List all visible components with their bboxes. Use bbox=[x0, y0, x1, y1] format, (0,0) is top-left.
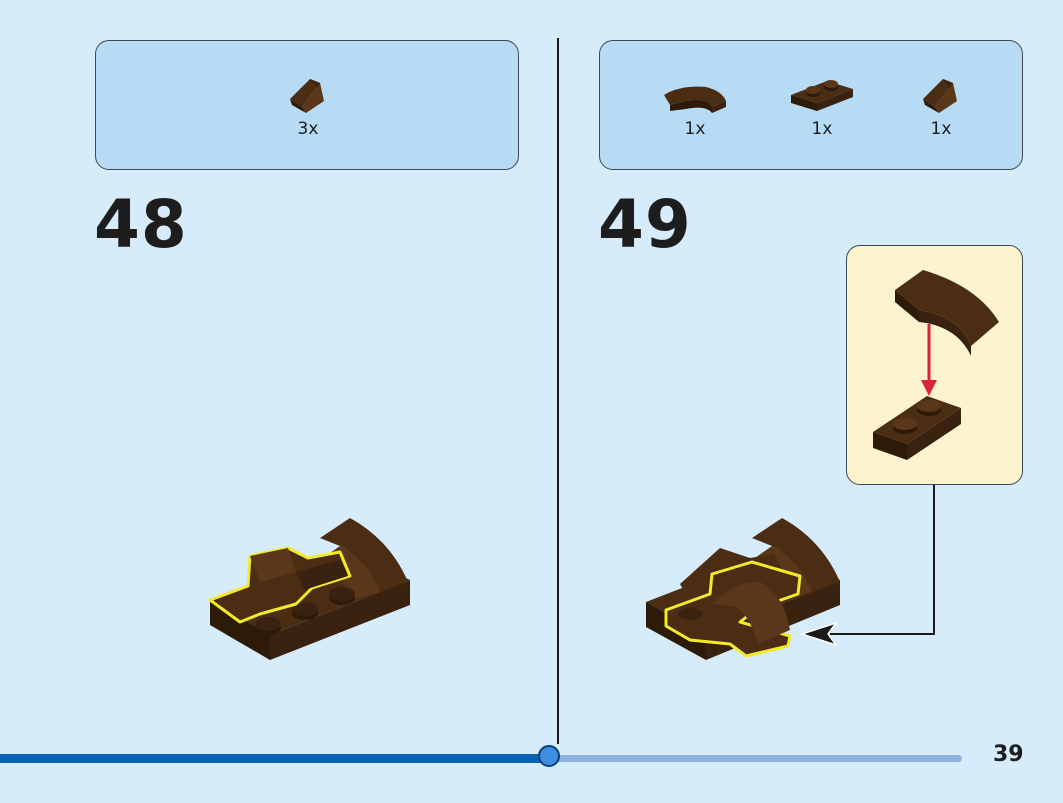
step-49-model-illustration bbox=[646, 518, 840, 660]
callout-subassembly bbox=[846, 245, 1023, 485]
parts-box-step-48: 3x bbox=[95, 40, 519, 170]
part-qty: 1x bbox=[930, 119, 952, 139]
progress-indicator bbox=[538, 745, 560, 767]
step-number-48: 48 bbox=[94, 186, 188, 263]
part-item: 1x bbox=[896, 73, 986, 139]
page-number: 39 bbox=[993, 742, 1024, 767]
progress-fill bbox=[0, 754, 549, 763]
part-qty: 1x bbox=[811, 119, 833, 139]
callout-connector-arrow bbox=[799, 485, 935, 647]
part-item: 1x bbox=[650, 79, 740, 139]
brown-slope-brick-icon bbox=[923, 79, 957, 113]
step-48-model-illustration bbox=[208, 518, 410, 660]
part-qty: 3x bbox=[297, 119, 319, 139]
brown-plate-1x2-icon bbox=[791, 80, 853, 111]
brown-curved-slope-icon bbox=[664, 86, 726, 113]
part-qty: 1x bbox=[684, 119, 706, 139]
parts-box-step-49: 1x 1x 1x bbox=[599, 40, 1023, 170]
callout-illustration bbox=[873, 270, 999, 460]
part-item: 3x bbox=[263, 73, 353, 139]
brown-slope-brick-icon bbox=[290, 79, 324, 113]
step-number-49: 49 bbox=[598, 186, 692, 263]
part-item: 1x bbox=[777, 75, 867, 139]
step-divider bbox=[557, 38, 559, 744]
